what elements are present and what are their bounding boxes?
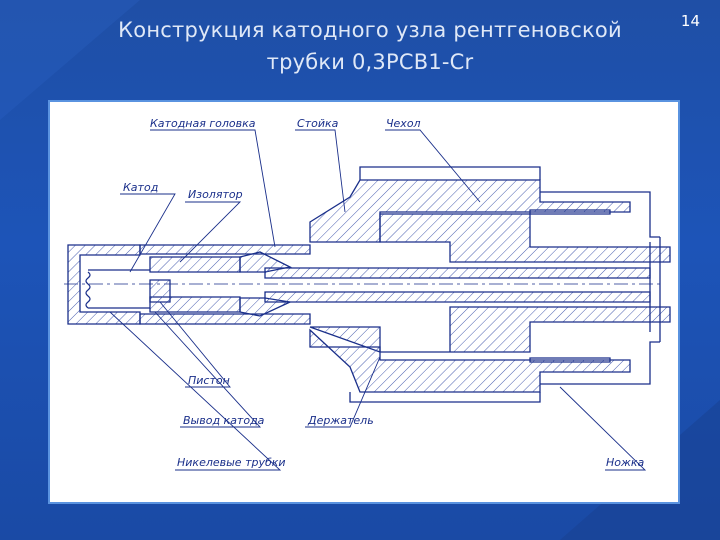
label-insulator: Изолятор [188,188,243,201]
page-number: 14 [680,12,700,30]
label-nickel-tubes: Никелевые трубки [177,456,286,469]
slide-title-line2: трубки 0,3РСВ1-Cr [266,50,474,74]
label-cathode-lead: Вывод катода [183,414,265,427]
slide-title-line1: Конструкция катодного узла рентгеновской [118,18,622,42]
slide-title: Конструкция катодного узла рентгеновской… [60,14,680,78]
label-cathode-head: Катодная головка [150,117,256,130]
label-cover: Чехол [386,117,421,130]
cathode-assembly-figure: Катодная головка Стойка Чехол Катод Изол… [48,100,680,504]
label-holder: Держатель [308,414,374,427]
cathode-assembly-drawing [64,129,671,471]
label-piston: Пистон [188,374,230,387]
label-cathode: Катод [123,181,159,194]
label-leg: Ножка [606,456,645,469]
label-stand: Стойка [297,117,339,130]
